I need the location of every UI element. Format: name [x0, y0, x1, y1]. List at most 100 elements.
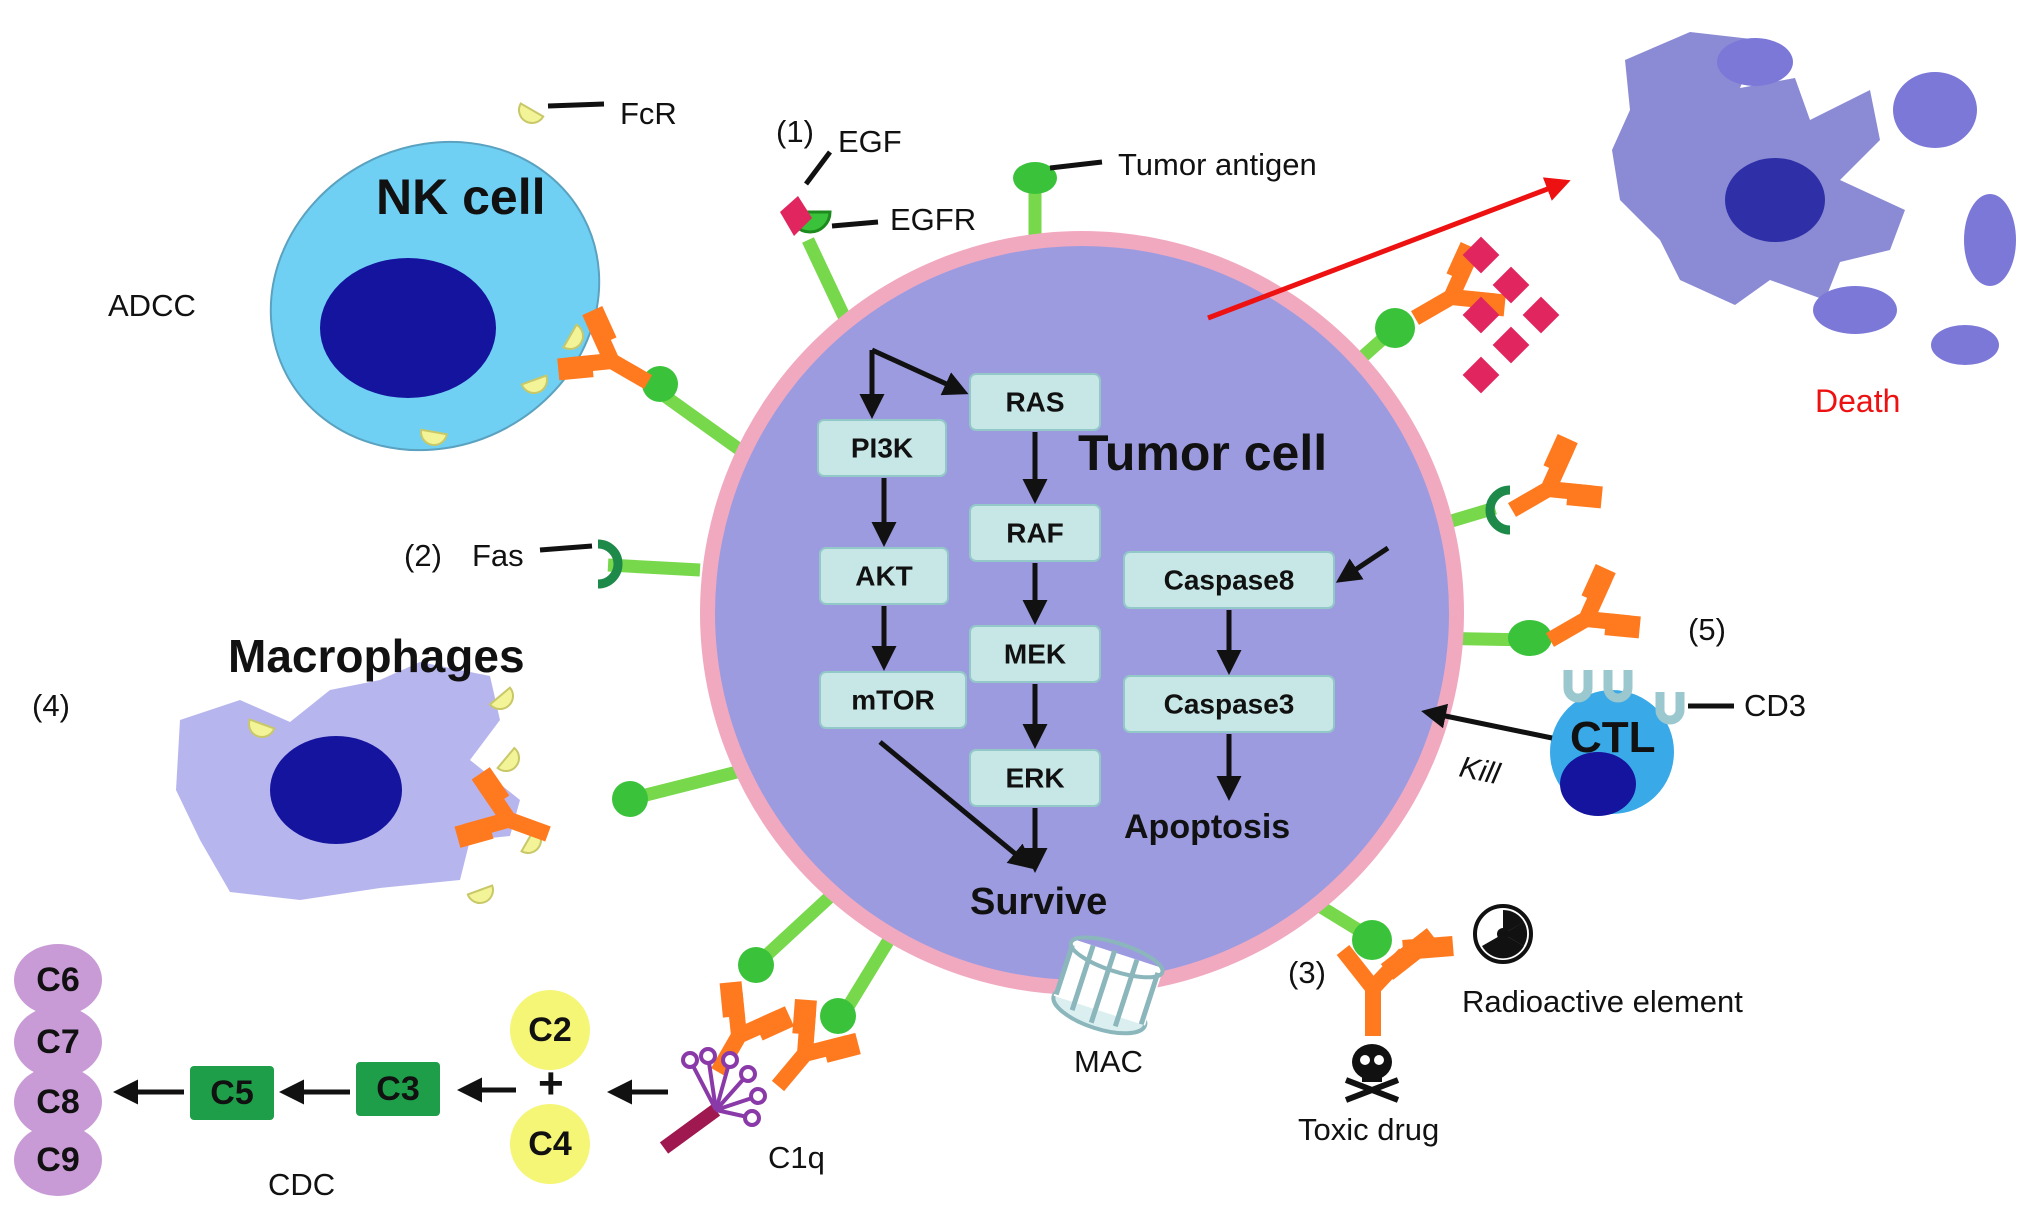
plus-label: +: [538, 1059, 564, 1108]
nk-cell-mechanism: NK cell FcR ADCC: [108, 96, 678, 452]
egf-ligand: [780, 196, 812, 236]
svg-text:PI3K: PI3K: [851, 433, 913, 464]
mac-complex: MAC: [1051, 935, 1165, 1079]
c2-label: C2: [528, 1011, 571, 1049]
dying-cell: Death: [1612, 32, 2016, 419]
step-4-label: (4): [32, 688, 70, 723]
ctl-mechanism: CTL CD3 (5) Kill: [1421, 569, 1806, 816]
fcr-label: FcR: [620, 96, 677, 131]
c2-molecule: [510, 990, 590, 1070]
egf-leader-line: [804, 150, 832, 186]
c5-label: C5: [210, 1074, 253, 1112]
pathway-ras-box: RAS: [969, 373, 1101, 431]
pathway-caspase3-box: Caspase3: [1123, 675, 1335, 733]
svg-text:Caspase8: Caspase8: [1164, 565, 1295, 596]
c1q-label: C1q: [768, 1140, 825, 1175]
svg-text:RAF: RAF: [1006, 518, 1064, 549]
c6-label: C6: [36, 961, 79, 999]
tumor-antigen-head: [612, 781, 648, 817]
c9-label: C9: [36, 1141, 79, 1179]
egfr-leader-line: [831, 219, 879, 229]
egf-label: EGF: [838, 124, 902, 159]
c7-molecule: [14, 1006, 102, 1078]
pathway-mek-box: MEK: [969, 625, 1101, 683]
tumor-cell: Tumor cell PI3K AKT mTOR RAS RAF MEK E: [607, 184, 1531, 1019]
pathway-pi3k-box: PI3K: [817, 419, 947, 477]
egfr-receptor: [1375, 308, 1415, 348]
cdc-label: CDC: [268, 1167, 335, 1202]
fas-receptor: [597, 539, 623, 589]
macrophages-label: Macrophages: [228, 630, 525, 682]
death-arrow: [1207, 177, 1571, 321]
tumor-antigen-head: [738, 947, 774, 983]
fcr-receptor: [466, 884, 498, 908]
antibody: [1495, 439, 1602, 540]
nk-cell-label: NK cell: [376, 169, 546, 225]
svg-text:Caspase3: Caspase3: [1164, 689, 1295, 720]
tumor-antigen-head: [642, 366, 678, 402]
radioactive-element-icon: [1473, 904, 1533, 964]
c4-label: C4: [528, 1125, 572, 1163]
svg-text:mTOR: mTOR: [851, 685, 935, 716]
cell-fragment: [1717, 38, 1793, 86]
svg-text:MEK: MEK: [1004, 639, 1066, 670]
c3-molecule: [356, 1062, 440, 1116]
death-label: Death: [1815, 383, 1900, 419]
fcr-receptor: [496, 747, 526, 778]
tumor-antigen-head: [1352, 920, 1392, 960]
cell-fragment: [1813, 286, 1897, 334]
ctl-label: CTL: [1570, 713, 1656, 762]
egf-egfr-mechanism: (1) EGF EGFR: [776, 114, 976, 237]
step-3-label: (3): [1288, 955, 1326, 990]
dying-cell-nucleus: [1725, 158, 1825, 242]
adcc-label: ADCC: [108, 288, 196, 323]
egfr-blockade-right: [1375, 237, 1560, 394]
c9-molecule: [14, 1124, 102, 1196]
pathway-erk-box: ERK: [969, 749, 1101, 807]
mac-label: MAC: [1074, 1044, 1143, 1079]
c3-label: C3: [376, 1070, 419, 1108]
antibody-drug-conjugate: [1336, 928, 1454, 1036]
fas-label: Fas: [472, 538, 524, 573]
tumor-antigen-label: Tumor antigen: [1118, 147, 1317, 182]
tumor-antigen-head: [1013, 162, 1057, 194]
svg-text:ERK: ERK: [1005, 763, 1064, 794]
c1q-icon: [659, 1047, 767, 1154]
svg-text:RAS: RAS: [1005, 387, 1064, 418]
c8-molecule: [14, 1066, 102, 1138]
bispecific-antibody: [1533, 569, 1640, 670]
step-2-label: (2): [404, 538, 442, 573]
c5-molecule: [190, 1066, 274, 1120]
cd3-receptors: [1563, 670, 1685, 725]
cell-fragment: [1893, 72, 1977, 148]
fas-leader-line: [539, 543, 593, 553]
survive-label: Survive: [970, 881, 1107, 923]
antibody: [689, 982, 790, 1089]
tumor-antigen: Tumor antigen: [1013, 147, 1317, 194]
fas-mechanism: (2) Fas: [404, 538, 623, 589]
cd3-label: CD3: [1744, 688, 1806, 723]
fas-receptor: [1485, 485, 1511, 535]
pathway-mtor-box: mTOR: [819, 671, 967, 729]
cdc-mechanism: C1q C2 + C4 C3 C5 C6 C7 C8 C9 CDC: [14, 944, 858, 1202]
tumor-antigen-head: [820, 998, 856, 1034]
ctl-nucleus: [1560, 752, 1636, 816]
c7-label: C7: [36, 1023, 79, 1061]
fcr-receptor: [513, 102, 545, 129]
c6-molecule: [14, 944, 102, 1016]
nk-nucleus: [320, 258, 496, 398]
pathway-raf-box: RAF: [969, 504, 1101, 562]
toxic-drug-skull-icon: [1344, 1044, 1400, 1103]
cell-fragment: [1931, 325, 1999, 365]
apoptosis-label: Apoptosis: [1124, 808, 1290, 846]
kill-label: Kill: [1457, 751, 1504, 792]
pathway-arrows: [859, 347, 1390, 873]
cell-fragment: [1964, 194, 2016, 286]
egfr-label: EGFR: [890, 202, 976, 237]
macrophage-nucleus: [270, 736, 402, 844]
c4-molecule: [510, 1104, 590, 1184]
step-5-label: (5): [1688, 612, 1726, 647]
radioactive-element-label: Radioactive element: [1462, 984, 1743, 1019]
